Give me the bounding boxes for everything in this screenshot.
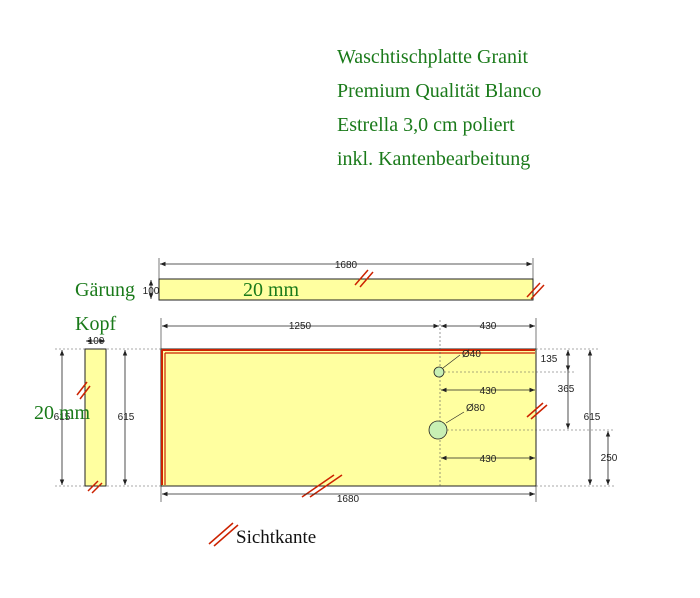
thickness-side-label: 20 mm [34,402,91,424]
dim-hole1-x: 430 [480,386,497,397]
hole-small-leader [442,354,461,369]
dim-hole-small-diameter: Ø40 [462,349,481,360]
dim-lower-right: 250 [601,453,618,464]
dim-height-right: 615 [584,412,601,423]
sichtkante-label: Sichtkante [236,527,317,548]
hole-small [433,366,445,378]
top-strip-edge-mark [354,269,374,288]
thickness-top-label: 20 mm [243,279,300,301]
main-plate-right-edge-mark [526,402,548,420]
dim-top-strip-length: 1680 [335,260,358,271]
side-strip-edge-mark-top [76,381,91,400]
hole-large [428,420,448,440]
dim-main-left: 1250 [289,321,312,332]
dim-side-height: 615 [54,412,71,423]
dim-hole-large-diameter: Ø80 [466,403,485,414]
dim-height-left: 615 [118,412,135,423]
dim-top-strip-height: 100 [143,286,160,297]
title-line-2: Premium Qualität Blanco [337,80,542,102]
dim-hole1-y: 135 [541,354,558,365]
title-line-4: inkl. Kantenbearbeitung [337,148,531,170]
kopf-label: Kopf [75,313,117,335]
dim-side-width: 100 [88,336,105,347]
side-strip-edge-mark-bottom [87,480,103,494]
dim-hole2-x: 430 [480,454,497,465]
title-line-3: Estrella 3,0 cm poliert [337,114,515,136]
top-strip-plate [158,278,534,301]
title-line-1: Waschtischplatte Granit [337,46,529,68]
main-plate [160,348,537,487]
hole-large-leader [445,411,465,424]
sichtkante-legend-mark [208,522,239,547]
top-strip-edge-mark-right [526,282,545,300]
dim-bottom-length: 1680 [337,494,360,505]
gaerung-label: Gärung [75,279,135,301]
dim-main-right-top: 430 [480,321,497,332]
dim-hole2-y: 365 [558,384,575,395]
side-strip-plate [84,348,107,487]
